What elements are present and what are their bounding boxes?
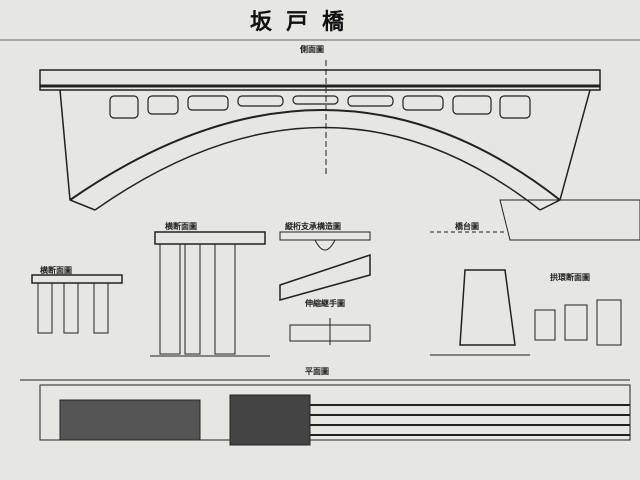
label-stringer-bearing: 縦桁支承構造圖 <box>285 221 341 231</box>
label-arch-section: 拱環断面圖 <box>550 272 590 282</box>
label-cross-section-2: 横断面圖 <box>40 265 72 275</box>
label-side-view: 側面圖 <box>300 44 324 54</box>
expansion-joint <box>289 318 371 345</box>
abutment <box>430 231 530 356</box>
label-cross-section-1: 横断面圖 <box>165 221 197 231</box>
cross-section-2 <box>31 274 123 334</box>
cross-section-1 <box>150 231 270 357</box>
stringer-bearing <box>279 231 371 301</box>
arch-section <box>534 299 622 346</box>
label-abutment: 橋台圖 <box>455 221 479 231</box>
plan-view <box>20 379 631 446</box>
drawing-title: 坂戸橋 <box>250 9 359 35</box>
label-expansion-joint: 伸縮継手圖 <box>305 298 345 308</box>
label-plan-view: 平面圖 <box>305 366 329 376</box>
side-view <box>39 60 640 241</box>
